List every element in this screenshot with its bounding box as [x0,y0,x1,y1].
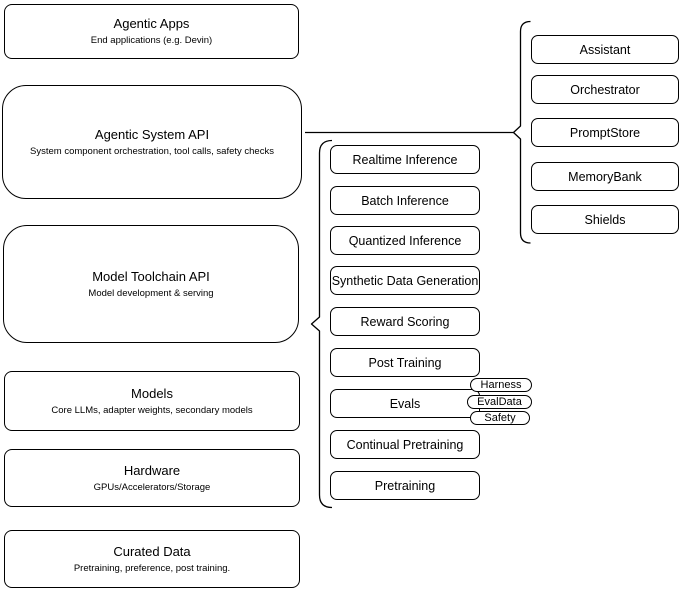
node-subtitle: End applications (e.g. Devin) [90,35,213,46]
node-memorybank: MemoryBank [531,162,679,191]
node-evals: Evals [330,389,480,418]
node-models: Models Core LLMs, adapter weights, secon… [4,371,300,431]
node-subtitle: Model development & serving [88,287,214,299]
node-agentic-apps: Agentic Apps End applications (e.g. Devi… [4,4,299,59]
node-synthetic-data-generation: Synthetic Data Generation [330,266,480,295]
node-title: Curated Data [113,543,191,559]
node-subtitle: System component orchestration, tool cal… [30,145,274,157]
node-curated-data: Curated Data Pretraining, preference, po… [4,530,300,588]
node-pretraining: Pretraining [330,471,480,500]
node-title: Models [131,385,173,401]
toolchain-brace [310,139,333,509]
node-post-training: Post Training [330,348,480,377]
node-reward-scoring: Reward Scoring [330,307,480,336]
node-quantized-inference: Quantized Inference [330,226,480,255]
node-promptstore: PromptStore [531,118,679,147]
system-components-brace [512,20,531,244]
node-shields: Shields [531,205,679,234]
node-subtitle: Core LLMs, adapter weights, secondary mo… [51,404,253,416]
tag-harness: Harness [470,378,532,392]
node-realtime-inference: Realtime Inference [330,145,480,174]
node-orchestrator: Orchestrator [531,75,679,104]
tag-safety: Safety [470,411,530,425]
node-model-toolchain-api: Model Toolchain API Model development & … [3,225,299,343]
node-agentic-system-api: Agentic System API System component orch… [2,85,302,199]
node-batch-inference: Batch Inference [330,186,480,215]
node-title: Hardware [123,462,181,478]
node-title: Model Toolchain API [92,268,210,284]
node-assistant: Assistant [531,35,679,64]
tag-evaldata: EvalData [467,395,532,409]
node-subtitle: GPUs/Accelerators/Storage [93,481,211,493]
node-hardware: Hardware GPUs/Accelerators/Storage [4,449,300,507]
node-continual-pretraining: Continual Pretraining [330,430,480,459]
node-title: Agentic Apps [113,16,190,31]
node-title: Agentic System API [94,126,210,142]
node-subtitle: Pretraining, preference, post training. [73,562,231,574]
